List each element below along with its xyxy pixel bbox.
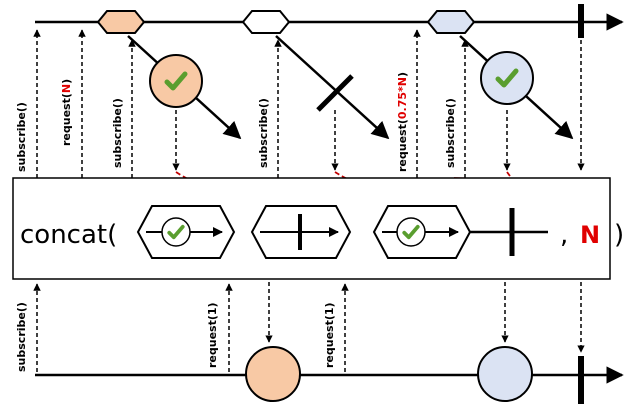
operator-arg-2: [250, 205, 352, 259]
upstream-signals-bottom: [33, 283, 349, 372]
inner-sequence-2: [275, 35, 390, 140]
label-subscribe: subscribe(): [15, 102, 28, 172]
result-timeline: [35, 346, 624, 404]
label-request-n: request(N): [60, 79, 73, 146]
operator-arg-n: N: [580, 221, 600, 249]
inner-sequence-3: [459, 35, 574, 140]
downstream-signals-top: [172, 40, 585, 171]
label-subscribe: subscribe(): [257, 98, 270, 168]
operator-box: concat( , N ): [12, 177, 624, 280]
operator-comma: ,: [560, 220, 568, 250]
operator-arg-3: [372, 205, 472, 259]
source-hexagon-orange: [96, 10, 146, 34]
cross-icon: [316, 74, 354, 112]
inner-sequence-1: [127, 35, 242, 140]
operator-name: concat(: [20, 220, 117, 250]
label-subscribe: subscribe(): [15, 302, 28, 372]
label-request-1: request(1): [323, 302, 336, 368]
result-item-orange: [245, 346, 301, 402]
operator-arg-1: [136, 205, 236, 259]
source-hexagon-white: [241, 10, 291, 34]
label-request-fraction: request(0.75*N): [396, 72, 409, 172]
label-subscribe: subscribe(): [111, 98, 124, 168]
source-hexagon-blue: [426, 10, 476, 34]
label-subscribe: subscribe(): [444, 98, 457, 168]
operator-close: ): [614, 220, 624, 250]
upstream-signals-top: [33, 29, 469, 178]
label-request-1: request(1): [206, 302, 219, 368]
check-icon: [402, 224, 420, 240]
result-item-blue: [477, 346, 533, 402]
check-icon: [167, 224, 185, 240]
downstream-signals-bottom: [265, 282, 585, 353]
